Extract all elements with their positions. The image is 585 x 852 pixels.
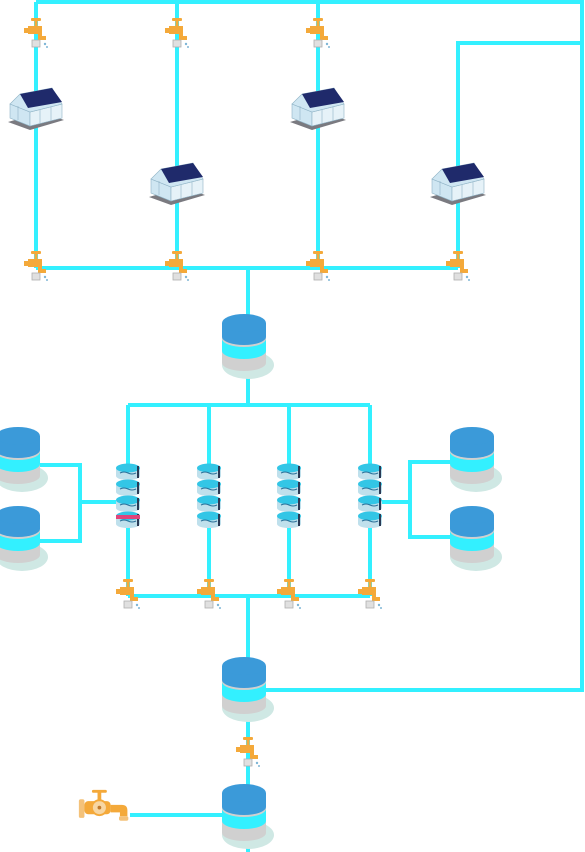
pipe-right-tanks <box>408 460 476 539</box>
filter-stack-icon <box>276 511 302 529</box>
storage-tank-icon <box>450 427 502 492</box>
valve-icon <box>235 736 261 768</box>
filter-stack-icon <box>115 495 141 513</box>
filter-stack-icon <box>115 479 141 497</box>
valve-icon <box>305 17 331 49</box>
storage-tank-icon <box>0 427 48 492</box>
storage-tank-icon <box>222 784 274 849</box>
greenhouse-icon <box>289 87 347 131</box>
filter-stack-icon <box>357 479 383 497</box>
filter-stack-icon <box>357 511 383 529</box>
valve-icon <box>23 17 49 49</box>
filter-stack-icon <box>196 495 222 513</box>
filter-marker <box>116 515 140 519</box>
greenhouse-icon <box>429 162 487 206</box>
valve-icon <box>445 250 471 282</box>
pipe-network <box>20 0 584 852</box>
storage-tank-icon <box>222 314 274 379</box>
filter-stack-icon <box>357 463 383 481</box>
valve-icon <box>164 17 190 49</box>
storage-tank-icon <box>0 506 48 571</box>
component-layer <box>0 17 502 849</box>
filter-stack-icon <box>196 511 222 529</box>
pipe-greenhouse-col-4 <box>456 41 582 268</box>
storage-tank-icon <box>450 506 502 571</box>
valve-icon <box>357 578 383 610</box>
filter-stack-icon <box>357 495 383 513</box>
filter-stack-icon <box>115 463 141 481</box>
faucet-icon <box>77 788 130 822</box>
filter-stack-icon <box>276 463 302 481</box>
filter-stack-icon <box>196 463 222 481</box>
greenhouse-icon <box>148 162 206 206</box>
filter-stack-icon <box>115 511 141 529</box>
filter-stack-icon <box>276 479 302 497</box>
pipe-outer-loop <box>36 0 584 692</box>
greenhouse-icon <box>7 87 65 131</box>
filter-stack-icon <box>196 479 222 497</box>
filter-stack-icon <box>276 495 302 513</box>
